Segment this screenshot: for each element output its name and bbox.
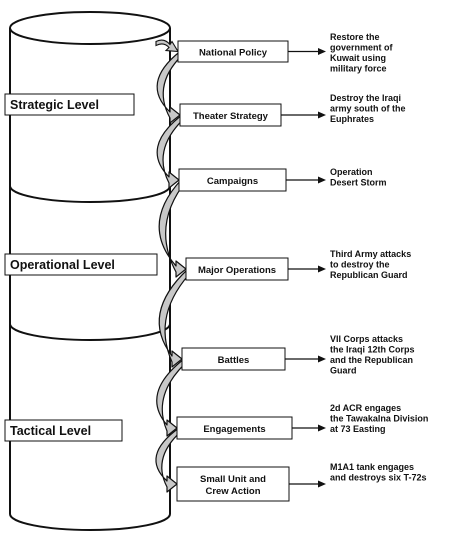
level-label-text: Operational Level: [10, 258, 115, 272]
stage-label: Battles: [218, 355, 250, 366]
outcome-text: the Iraqi 12th Corps: [330, 345, 415, 355]
level-tactical: Tactical Level: [4, 419, 123, 442]
outcome-text: Republican Guard: [330, 270, 408, 280]
flow-arrow: [158, 179, 188, 278]
outcome-text: Destroy the Iraqi: [330, 93, 401, 103]
cylinder-body: [9, 28, 171, 531]
outcome-text: 2d ACR engages: [330, 403, 401, 413]
stage-box: [176, 466, 290, 502]
level-label-text: Strategic Level: [10, 98, 99, 112]
stage-2: Theater Strategy: [179, 103, 282, 127]
level-label-box: [4, 253, 158, 276]
connector-arrowhead: [318, 424, 326, 432]
connector-arrowhead: [318, 265, 326, 273]
level-label-text: Tactical Level: [10, 424, 91, 438]
flow-arrow: [158, 268, 195, 368]
stage-label: Major Operations: [198, 265, 276, 276]
flow-arrow: [156, 358, 191, 437]
level-strategic: Strategic Level: [4, 93, 135, 116]
stage-label: Theater Strategy: [193, 111, 269, 122]
stage-label: Engagements: [203, 424, 265, 435]
cylinder-top: [9, 11, 171, 45]
outcome-text: Euphrates: [330, 114, 374, 124]
connector-arrowhead: [318, 355, 326, 363]
outcome-text: at 73 Easting: [330, 424, 386, 434]
outcome-text: army south of the: [330, 104, 406, 114]
outcome-text: Desert Storm: [330, 178, 387, 188]
connector-arrowhead: [318, 480, 326, 488]
stage-label: National Policy: [199, 48, 268, 59]
flow-arrow: [156, 114, 189, 189]
connector-arrowhead: [318, 176, 326, 184]
outcome-text: military force: [330, 64, 387, 74]
stage-4: Major Operations: [185, 257, 289, 281]
stage-label: Crew Action: [205, 486, 260, 497]
level-label-box: [4, 93, 135, 116]
outcome-text: M1A1 tank engages: [330, 462, 414, 472]
outcome-text: Third Army attacks: [330, 249, 411, 259]
stage-3: Campaigns: [178, 168, 287, 192]
outcome-text: and destroys six T-72s: [330, 473, 427, 483]
outcome-text: Kuwait using: [330, 53, 386, 63]
flow-arrow: [155, 427, 186, 493]
stage-1: National Policy: [177, 40, 289, 63]
outcome-text: to destroy the: [330, 260, 390, 270]
outcome-text: and the Republican: [330, 355, 413, 365]
stage-label: Small Unit and: [200, 474, 266, 485]
outcome-text: the Tawakalna Division: [330, 414, 428, 424]
level-divider: [9, 185, 171, 203]
level-label-box: [4, 419, 123, 442]
flow-arrow-entry: [155, 39, 180, 53]
stage-label: Campaigns: [207, 176, 258, 187]
stage-5: Battles: [181, 347, 286, 371]
outcome-text: government of: [330, 43, 394, 53]
outcome-text: Guard: [330, 366, 357, 376]
outcome-text: Restore the: [330, 32, 380, 42]
outcome-text: VII Corps attacks: [330, 334, 403, 344]
cylinder: [9, 11, 171, 531]
flow-arrows: [155, 39, 195, 493]
outcome-text: Operation: [330, 167, 373, 177]
stage-6: Engagements: [176, 416, 293, 440]
connector-arrowhead: [318, 48, 326, 55]
level-operational: Operational Level: [4, 253, 158, 276]
connector-arrowhead: [318, 111, 326, 119]
